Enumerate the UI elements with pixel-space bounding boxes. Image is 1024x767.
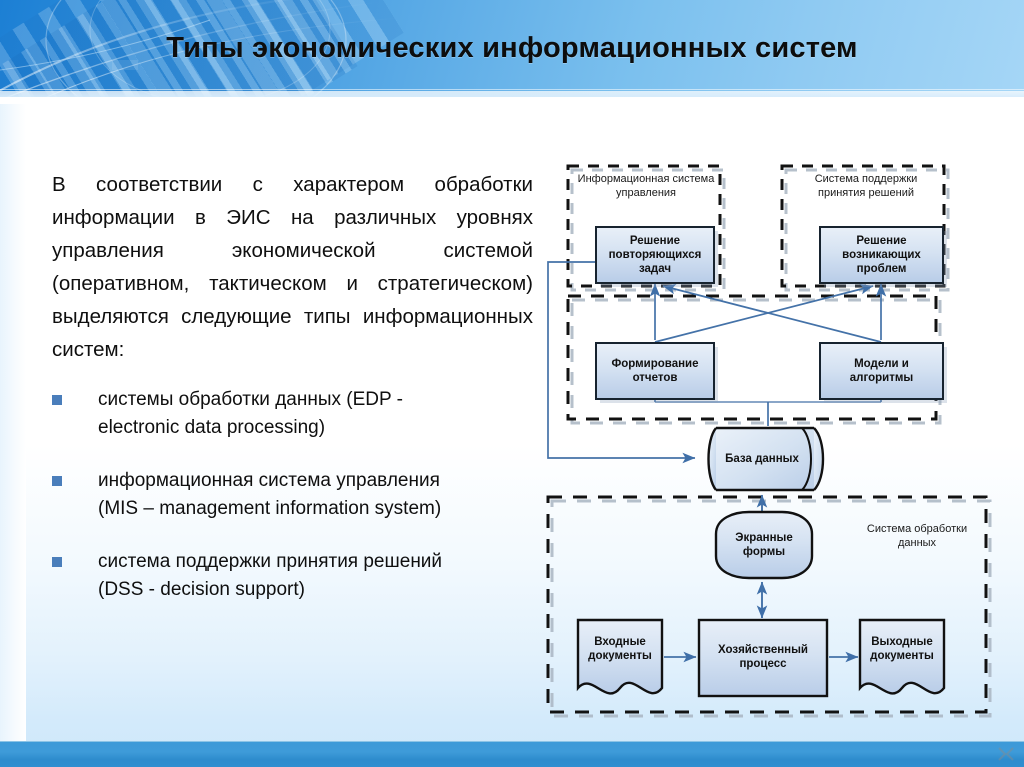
page-title: Типы экономических информационных систем	[166, 32, 858, 64]
slide-footer-bar	[0, 741, 1024, 767]
lead-paragraph: В соответствии с характером обработки ин…	[52, 173, 533, 361]
header-base-strip	[0, 91, 1024, 97]
list-item-line2: electronic data processing)	[98, 417, 326, 438]
information-systems-diagram: Информационная система управления Систем…	[534, 150, 1004, 730]
list-item: система поддержки принятия решений (DSS …	[52, 548, 539, 604]
list-item-line2: (DSS - decision support)	[98, 579, 305, 600]
node-input-documents-label: Входные документы	[588, 636, 652, 662]
header-underline	[0, 89, 1024, 90]
list-item: системы обработки данных (EDP - electron…	[52, 386, 539, 442]
node-screen-forms-label: Экранные формы	[735, 532, 793, 558]
node-database[interactable]: База данных	[716, 438, 808, 480]
list-item-line1: система поддержки принятия решений	[98, 551, 443, 572]
node-models-algorithms[interactable]: Модели и алгоритмы	[819, 342, 944, 400]
node-models-algorithms-label: Модели и алгоритмы	[849, 358, 914, 384]
bullet-marker-icon	[52, 557, 62, 567]
node-input-documents[interactable]: Входные документы	[578, 626, 662, 672]
node-output-documents-label: Выходные документы	[870, 636, 934, 662]
node-database-label: База данных	[725, 453, 799, 465]
list-item-text: системы обработки данных (EDP - electron…	[98, 386, 539, 442]
group-label-dss: Система поддержки принятия решений	[814, 173, 918, 199]
bullet-marker-icon	[52, 476, 62, 486]
list-item-line2: (MIS – management information system)	[98, 498, 442, 519]
node-reports[interactable]: Формирование отчетов	[595, 342, 715, 400]
bullet-list: системы обработки данных (EDP - electron…	[52, 386, 539, 629]
header-swoosh-graphic	[0, 0, 401, 97]
slide-header-banner: Типы экономических информационных систем	[0, 0, 1024, 97]
group-label-mis: Информационная система управления	[577, 173, 715, 199]
list-item-line1: системы обработки данных (EDP -	[98, 389, 403, 410]
list-item-text: система поддержки принятия решений (DSS …	[98, 548, 539, 604]
node-repeat-tasks[interactable]: Решение повторяющихся задач	[595, 226, 715, 284]
node-business-process[interactable]: Хозяйственный процесс	[700, 628, 826, 686]
node-business-process-label: Хозяйственный процесс	[717, 644, 808, 670]
list-item-text: информационная система управления (MIS –…	[98, 467, 539, 523]
node-repeat-tasks-label: Решение повторяющихся задач	[608, 235, 702, 275]
footer-corner-icon	[998, 747, 1014, 761]
list-item: информационная система управления (MIS –…	[52, 467, 539, 523]
bullet-marker-icon	[52, 395, 62, 405]
node-emerging-problems-label: Решение возникающих проблем	[842, 235, 921, 275]
node-reports-label: Формирование отчетов	[611, 358, 699, 384]
group-label-data-processing: Система обработки данных	[866, 523, 968, 549]
node-screen-forms[interactable]: Экранные формы	[720, 522, 808, 568]
list-item-line1: информационная система управления	[98, 470, 440, 491]
node-emerging-problems[interactable]: Решение возникающих проблем	[819, 226, 944, 284]
node-output-documents[interactable]: Выходные документы	[860, 626, 944, 672]
